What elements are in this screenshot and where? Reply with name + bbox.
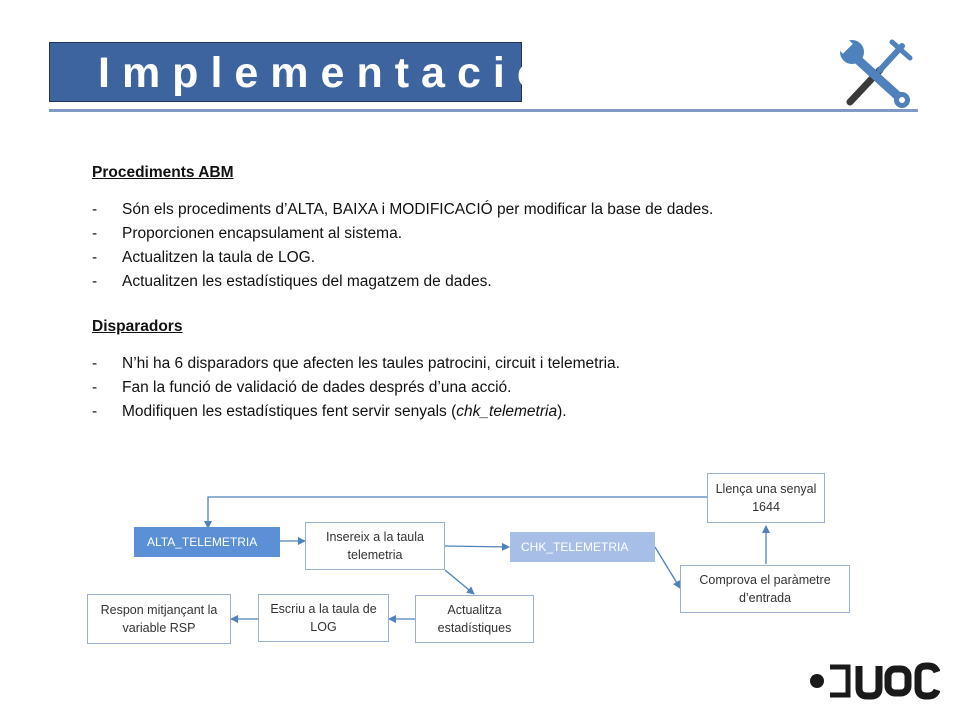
bullet-dash: - [92,273,98,290]
bullet-dash: - [92,201,98,218]
node-actualitza: Actualitza estadístiques [415,595,534,643]
title-divider [49,109,918,112]
node-insereix: Insereix a la taula telemetria [305,522,445,570]
code-reference: chk_telemetria [456,403,558,420]
node-alta-telemetria: ALTA_TELEMETRIA [134,527,280,557]
node-respon: Respon mitjançant la variable RSP [87,594,231,644]
list-item: -Fan la funció de validació de dades des… [92,376,922,400]
list-item: -Proporcionen encapsulament al sistema. [92,222,922,246]
list-item: -N’hi ha 6 disparadors que afecten les t… [92,352,922,376]
wrench-screwdriver-icon [837,38,913,108]
arrow-insereix-to-actualitza [444,569,475,595]
node-comprova: Comprova el paràmetre d’entrada [680,565,850,613]
list-item: -Modifiquen les estadístiques fent servi… [92,400,922,424]
bullet-dash: - [92,403,98,420]
uoc-logo [810,662,940,700]
list-item: -Actualitzen les estadístiques del magat… [92,270,922,294]
abm-list: -Són els procediments d’ALTA, BAIXA i MO… [92,198,922,294]
bullet-dash: - [92,379,98,396]
wrench-icon [837,38,910,108]
node-llenca: Llença una senyal 1644 [707,473,825,523]
arrow-llenca-to-alta [204,496,707,529]
node-chk-telemetria: CHK_TELEMETRIA [510,532,655,562]
section-title-disparadors: Disparadors [92,318,183,335]
arrow-insereix-to-chk [444,542,510,551]
bullet-dash: - [92,355,98,372]
disparadors-list: -N’hi ha 6 disparadors que afecten les t… [92,352,922,424]
section-title-abm: Procediments ABM [92,164,234,181]
content-area: Procediments ABM -Són els procediments d… [92,162,922,424]
bullet-dash: - [92,225,98,242]
bullet-dash: - [92,249,98,266]
arrow-chk-to-comprova [654,546,681,589]
list-item: -Són els procediments d’ALTA, BAIXA i MO… [92,198,922,222]
list-item: -Actualitzen la taula de LOG. [92,246,922,270]
page-title: Implementació [49,42,543,102]
node-escriu: Escriu a la taula de LOG [258,594,389,642]
